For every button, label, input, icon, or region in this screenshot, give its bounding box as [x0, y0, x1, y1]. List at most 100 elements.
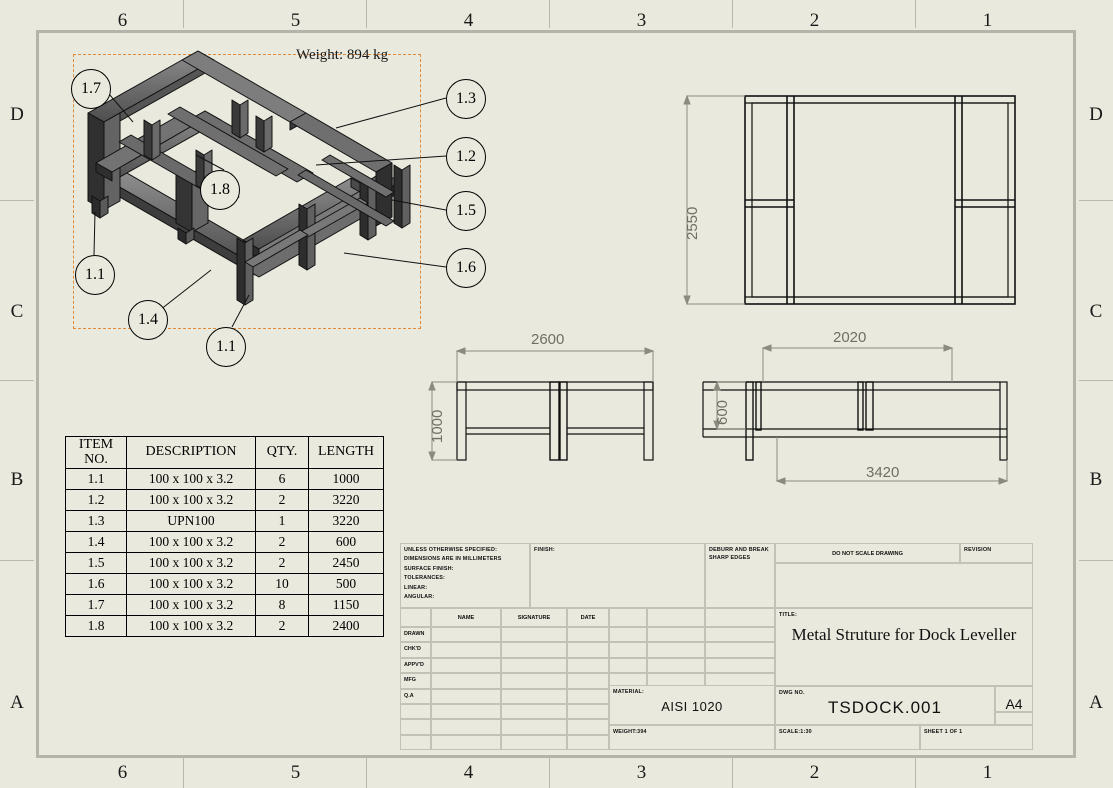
- zone-tick: [732, 0, 733, 28]
- bom-cell-qty: 6: [255, 468, 309, 491]
- scale-label: SCALE:1:30: [779, 729, 812, 735]
- signature-extra-c: [705, 608, 775, 627]
- notes-line-5: LINEAR:: [404, 584, 428, 591]
- signature-input-cell[interactable]: [431, 704, 501, 720]
- zone-column-2-bottom: 2: [809, 762, 820, 783]
- signature-input-cell[interactable]: [609, 642, 647, 658]
- bom-cell-qty: 8: [255, 594, 309, 617]
- signature-input-cell[interactable]: [567, 719, 609, 735]
- signature-input-cell[interactable]: [431, 734, 501, 751]
- bom-cell-len: 600: [308, 531, 384, 554]
- signature-input-cell[interactable]: [431, 642, 501, 658]
- zone-row-D-right: D: [1089, 104, 1103, 125]
- signature-input-cell[interactable]: [567, 627, 609, 643]
- signature-input-cell[interactable]: [567, 642, 609, 658]
- deburr-label: DEBURR AND BREAK SHARP EDGES: [709, 547, 769, 562]
- signature-input-cell[interactable]: [501, 734, 567, 751]
- signature-input-cell[interactable]: [501, 719, 567, 735]
- weight-cell: WEIGHT:394: [609, 725, 775, 750]
- signature-input-cell[interactable]: [431, 627, 501, 643]
- bom-cell-len: 3220: [308, 489, 384, 512]
- signature-input-cell[interactable]: [431, 657, 501, 674]
- signature-col-signature-label: SIGNATURE: [517, 615, 551, 621]
- revision-cell[interactable]: REVISION: [960, 543, 1033, 563]
- balloon-1-7[interactable]: 1.7: [71, 69, 111, 109]
- zone-tick: [366, 758, 367, 788]
- signature-input-cell[interactable]: [647, 642, 705, 658]
- zone-tick: [366, 0, 367, 28]
- balloon-1-3[interactable]: 1.3: [446, 79, 486, 119]
- bom-cell-item: 1.2: [65, 489, 127, 512]
- signature-input-cell[interactable]: [705, 657, 775, 674]
- balloon-1-8[interactable]: 1.8: [200, 170, 240, 210]
- signature-input-cell[interactable]: [431, 673, 501, 689]
- notes-line-6: ANGULAR:: [404, 593, 435, 600]
- signature-input-cell[interactable]: [431, 688, 501, 704]
- signature-input-cell[interactable]: [567, 688, 609, 704]
- signature-input-cell[interactable]: [400, 734, 431, 751]
- signature-input-cell[interactable]: [609, 627, 647, 643]
- zone-column-3-bottom: 3: [636, 762, 647, 783]
- signature-col-name-label: NAME: [457, 615, 475, 621]
- signature-input-cell[interactable]: [501, 704, 567, 720]
- signature-input-cell[interactable]: [501, 688, 567, 704]
- iso-view-bounding-box: [73, 54, 421, 329]
- signature-input-cell[interactable]: [431, 719, 501, 735]
- signature-input-cell[interactable]: [501, 642, 567, 658]
- bom-cell-item: 1.8: [65, 615, 127, 638]
- revision-value-cell[interactable]: [775, 563, 1033, 608]
- zone-tick: [915, 0, 916, 28]
- bom-cell-qty: 2: [255, 489, 309, 512]
- signature-role-label-4: Q.A: [400, 688, 431, 704]
- zone-column-6-top: 6: [117, 10, 128, 31]
- bom-cell-qty: 2: [255, 552, 309, 575]
- signature-corner-cell: [400, 608, 431, 627]
- signature-input-cell[interactable]: [647, 657, 705, 674]
- bom-header-row: ITEM NO. DESCRIPTION QTY. LENGTH: [65, 435, 384, 470]
- zone-tick: [1079, 380, 1113, 381]
- balloon-1-4[interactable]: 1.4: [128, 300, 168, 340]
- signature-input-cell[interactable]: [501, 673, 567, 689]
- signature-input-cell[interactable]: [647, 627, 705, 643]
- zone-tick: [732, 758, 733, 788]
- signature-input-cell[interactable]: [567, 657, 609, 674]
- signature-role-label-1: CHK'D: [400, 642, 431, 658]
- signature-input-cell[interactable]: [567, 673, 609, 689]
- dimension-label-3420: 3420: [866, 464, 900, 481]
- notes-line-3: SURFACE FINISH:: [404, 565, 454, 572]
- balloon-1-1-left[interactable]: 1.1: [75, 255, 115, 295]
- signature-role-label-3: MFG: [400, 673, 431, 689]
- signature-input-cell[interactable]: [705, 642, 775, 658]
- bom-cell-desc: 100 x 100 x 3.2: [126, 552, 256, 575]
- bom-cell-desc: 100 x 100 x 3.2: [126, 468, 256, 491]
- finish-cell[interactable]: FINISH:: [530, 543, 705, 608]
- sheet-number-label: SHEET 1 OF 1: [924, 729, 963, 735]
- zone-column-1-top: 1: [982, 10, 993, 31]
- bom-header-qty: QTY.: [255, 435, 309, 470]
- dimension-label-1000: 1000: [429, 409, 446, 443]
- signature-input-cell[interactable]: [501, 627, 567, 643]
- balloon-1-6[interactable]: 1.6: [446, 248, 486, 288]
- zone-column-5-bottom: 5: [290, 762, 301, 783]
- zone-row-C-left: C: [10, 301, 24, 322]
- signature-input-cell[interactable]: [567, 734, 609, 751]
- title-cell: TITLE: Metal Struture for Dock Leveller: [775, 608, 1033, 686]
- balloon-1-2[interactable]: 1.2: [446, 137, 486, 177]
- balloon-1-1-bottom[interactable]: 1.1: [206, 327, 246, 367]
- bom-cell-qty: 1: [255, 510, 309, 533]
- scale-cell: SCALE:1:30: [775, 725, 920, 750]
- signature-input-cell[interactable]: [705, 627, 775, 643]
- signature-input-cell[interactable]: [609, 657, 647, 674]
- balloon-1-5[interactable]: 1.5: [446, 191, 486, 231]
- signature-input-cell[interactable]: [400, 704, 431, 720]
- signature-input-cell[interactable]: [567, 704, 609, 720]
- bom-header-item-line1: ITEM: [78, 437, 114, 452]
- signature-input-cell[interactable]: [501, 657, 567, 674]
- bom-header-item-line2: NO.: [84, 451, 108, 467]
- signature-input-cell[interactable]: [400, 719, 431, 735]
